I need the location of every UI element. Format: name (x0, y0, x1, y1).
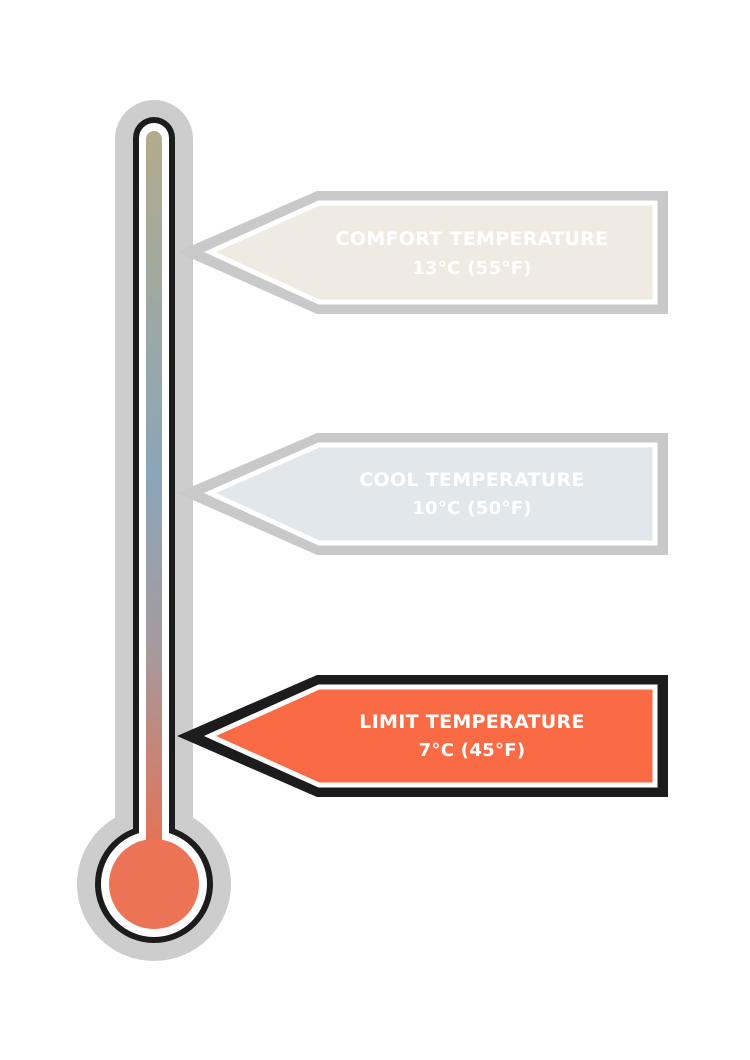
label-comfort: COMFORT TEMPERATURE 13°C (55°F) (177, 191, 668, 314)
label-cool-title: COOL TEMPERATURE (359, 469, 584, 491)
label-cool-value: 10°C (50°F) (412, 498, 532, 519)
thermometer-liquid-column (146, 131, 162, 891)
thermometer (77, 100, 231, 961)
label-cool: COOL TEMPERATURE 10°C (50°F) (177, 433, 668, 555)
label-comfort-value: 13°C (55°F) (412, 258, 532, 279)
label-cool-inner (203, 442, 658, 546)
label-limit-value: 7°C (45°F) (419, 740, 526, 761)
label-limit-inner (203, 684, 658, 788)
label-limit-title: LIMIT TEMPERATURE (359, 711, 584, 733)
label-comfort-inner (203, 200, 658, 305)
label-comfort-title: COMFORT TEMPERATURE (336, 228, 609, 250)
label-limit: LIMIT TEMPERATURE 7°C (45°F) (177, 675, 668, 797)
thermometer-bulb (109, 839, 199, 929)
